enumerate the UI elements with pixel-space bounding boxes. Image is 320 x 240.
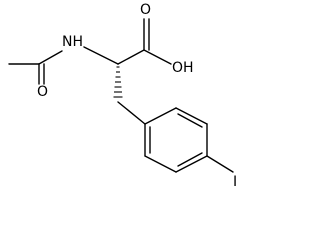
bond-alpha-carboxyl xyxy=(117,49,145,65)
bond-carboxyl-oh xyxy=(143,49,172,65)
bond-carbonyl-nitrogen xyxy=(38,50,63,65)
carbonyl-oxygen-label: O xyxy=(140,2,151,18)
stereo-hash-wedge xyxy=(113,66,123,98)
amide-oxygen-label: O xyxy=(37,84,48,100)
bond-ring-iodine xyxy=(206,155,234,173)
molecule-structure: NH O OH O I xyxy=(8,2,237,190)
iodine-label: I xyxy=(233,174,237,190)
bond-nitrogen-alpha xyxy=(83,46,119,65)
benzene-ring xyxy=(144,107,208,173)
bond-ch2-ring xyxy=(117,101,146,125)
hydroxyl-label: OH xyxy=(172,60,194,76)
nh-label: NH xyxy=(62,34,83,50)
